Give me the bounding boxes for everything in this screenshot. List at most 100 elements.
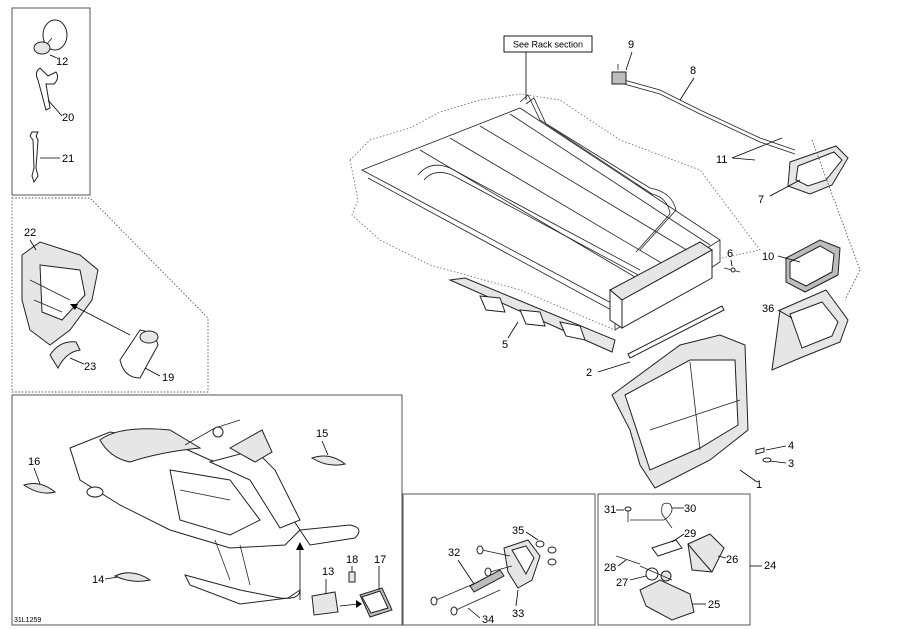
callout-17: 17 xyxy=(374,554,386,566)
arrow-13-to-17 xyxy=(339,603,359,607)
part-6-pin xyxy=(723,267,741,273)
callout-32: 32 xyxy=(448,547,460,559)
leader-1 xyxy=(739,469,758,483)
part-25-base-plate xyxy=(639,579,695,621)
callout-27: 27 xyxy=(616,577,628,589)
callout-9: 9 xyxy=(628,39,634,51)
leader-7 xyxy=(769,179,801,197)
see-rack-section-label: See Rack section xyxy=(513,40,583,50)
part-22-cover xyxy=(21,241,99,346)
callout-26: 26 xyxy=(726,554,738,566)
part-21-open-end-wrench xyxy=(29,131,39,184)
leader-23 xyxy=(69,357,85,365)
leader-27 xyxy=(629,575,647,581)
callout-12: 12 xyxy=(56,56,68,68)
part-15-lens xyxy=(310,455,347,466)
callout-11: 11 xyxy=(716,154,727,166)
callout-8: 8 xyxy=(690,65,696,77)
callout-36: 36 xyxy=(762,303,774,315)
leader-15 xyxy=(321,440,329,456)
callout-10: 10 xyxy=(762,251,774,263)
arrow-head-19 xyxy=(70,304,78,310)
leader-9 xyxy=(625,51,633,71)
leader-11b xyxy=(731,157,756,161)
callout-13: 13 xyxy=(322,566,334,578)
part-35-nuts xyxy=(535,540,557,566)
callout-30: 30 xyxy=(684,503,696,515)
snowmobile-illustration xyxy=(69,419,360,605)
callout-25: 25 xyxy=(708,599,720,611)
part-18-clip xyxy=(348,571,356,583)
part-5-side-strip xyxy=(448,277,616,353)
callout-16: 16 xyxy=(28,456,40,468)
part-13-label xyxy=(311,591,339,616)
part-28-spring xyxy=(615,555,641,565)
callout-14: 14 xyxy=(92,574,104,586)
leader-11a xyxy=(731,137,783,159)
callout-19: 19 xyxy=(162,372,174,384)
callout-15: 15 xyxy=(316,428,328,440)
arrow-head-17 xyxy=(356,600,362,608)
part-30-cable xyxy=(630,502,673,529)
part-7-taillight xyxy=(787,145,849,195)
tools-panel-frame xyxy=(11,7,91,196)
callout-28: 28 xyxy=(604,562,616,574)
callout-34: 34 xyxy=(482,614,494,626)
part-20-spanner-wrench xyxy=(35,67,59,111)
vehicle-panel-frame xyxy=(11,394,403,626)
arrow-19-to-22 xyxy=(71,304,131,336)
leader-22 xyxy=(29,239,37,251)
part-36-bracket xyxy=(771,289,849,371)
part-34-bolts xyxy=(430,545,513,616)
part-12-knob xyxy=(33,19,68,55)
callout-4: 4 xyxy=(788,440,794,452)
leader-2 xyxy=(597,361,631,373)
leader-10 xyxy=(777,255,801,263)
leader-8 xyxy=(679,77,695,101)
callout-22: 22 xyxy=(24,227,36,239)
leader-36 xyxy=(777,309,793,319)
part-10-light-housing xyxy=(785,239,841,293)
rack-platform xyxy=(349,93,761,331)
leader-26 xyxy=(717,555,727,559)
part-33-bracket xyxy=(503,539,541,589)
leader-33 xyxy=(515,589,519,607)
callout-20: 20 xyxy=(62,112,74,124)
leader-29 xyxy=(671,533,685,543)
part-2-rivet-strip xyxy=(627,305,725,359)
part-29-latch xyxy=(651,539,683,557)
part-1-mud-flap xyxy=(611,334,749,489)
part-16-lens xyxy=(22,483,57,494)
leader-32 xyxy=(457,559,475,585)
callout-2: 2 xyxy=(586,367,592,379)
arrow-head-vehicle xyxy=(296,542,304,550)
leader-35 xyxy=(525,531,539,541)
callout-23: 23 xyxy=(84,361,96,373)
leader-3 xyxy=(769,460,787,464)
leader-5 xyxy=(507,321,519,339)
callout-6: 6 xyxy=(727,248,733,260)
leader-12 xyxy=(49,54,58,59)
leader-20 xyxy=(47,99,63,117)
part-17-light-box xyxy=(359,587,393,618)
callout-24: 24 xyxy=(764,560,776,572)
callout-35: 35 xyxy=(512,525,524,537)
part-3-4-fasteners xyxy=(755,447,772,463)
leader-16 xyxy=(33,467,41,485)
part-23-strap xyxy=(49,341,81,370)
callout-3: 3 xyxy=(788,458,794,470)
leader-19 xyxy=(144,367,161,377)
callout-18: 18 xyxy=(346,554,358,566)
part-8-9-wire-harness xyxy=(611,64,796,155)
part-14-lens xyxy=(113,572,152,582)
leader-34 xyxy=(467,607,481,619)
callout-33: 33 xyxy=(512,608,524,620)
leader-14 xyxy=(104,576,119,580)
leader-4 xyxy=(765,445,787,451)
hardware-panel-frame xyxy=(402,493,596,626)
part-19-canister xyxy=(119,329,159,379)
callout-31: 31 xyxy=(604,504,616,516)
cover-panel-frame xyxy=(11,197,209,393)
callout-7: 7 xyxy=(758,194,764,206)
